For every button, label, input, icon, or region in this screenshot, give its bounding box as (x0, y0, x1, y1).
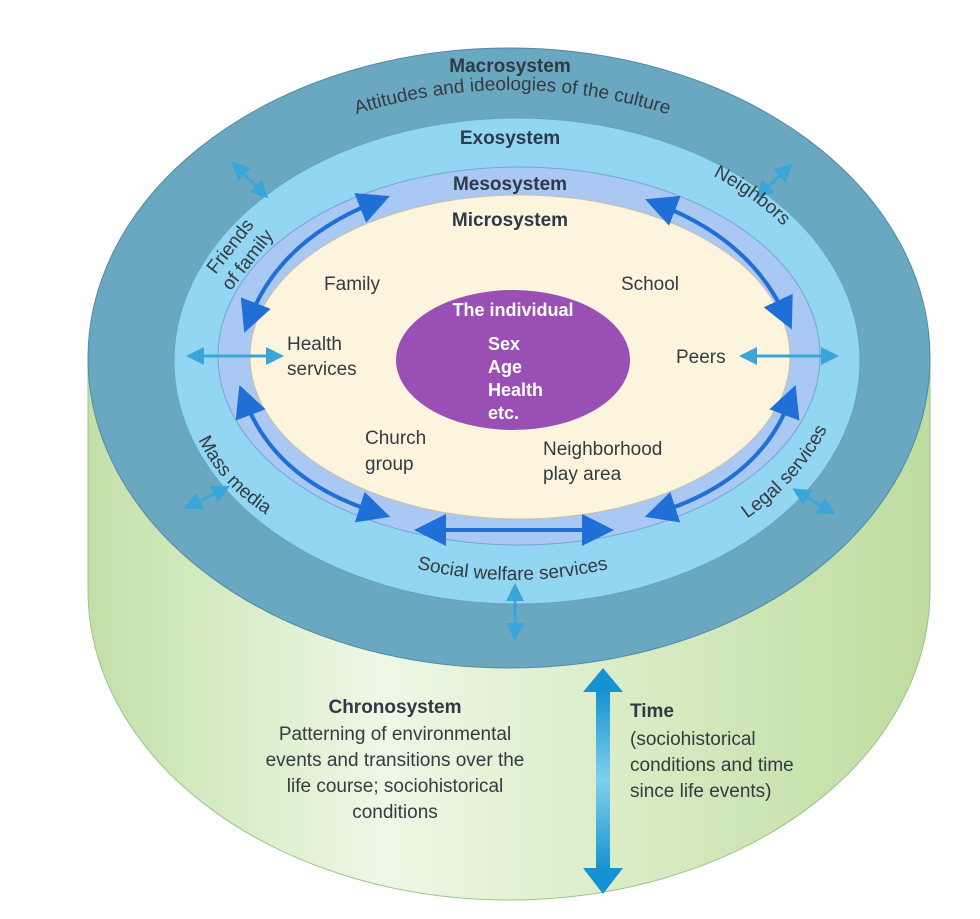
chronosystem-desc-3: life course; sociohistorical (287, 776, 503, 797)
chronosystem-desc-2: events and transitions over the (266, 750, 525, 771)
time-desc-3: since life events) (630, 781, 772, 802)
arrow-legal (792, 488, 836, 515)
individual-trait-age: Age (488, 357, 522, 377)
arrow-upper-right (645, 195, 793, 330)
arrow-lower-left (235, 385, 391, 523)
microsystem-title: Microsystem (452, 210, 568, 231)
arrow-upper-left (240, 193, 390, 333)
exosystem-arrows (183, 161, 839, 641)
individual-trait-etc: etc. (488, 403, 519, 423)
mesosystem-title: Mesosystem (453, 174, 567, 195)
micro-church-line1: Church (365, 428, 426, 449)
exosystem-title: Exosystem (460, 128, 560, 149)
time-desc-1: (sociohistorical (630, 729, 756, 750)
mesosystem-arrows (235, 193, 800, 546)
individual-title: The individual (452, 300, 573, 320)
micro-neighborhood-line2: play area (543, 464, 622, 485)
micro-health-line1: Health (287, 334, 342, 355)
micro-health-line2: services (287, 359, 357, 380)
arrow-neighbors (755, 163, 793, 199)
time-desc-2: conditions and time (630, 755, 794, 776)
individual-trait-sex: Sex (488, 334, 520, 354)
chronosystem-title: Chronosystem (328, 697, 461, 718)
arrow-lower-right (644, 385, 800, 523)
arrow-friends (231, 161, 269, 199)
time-title: Time (630, 701, 674, 722)
chronosystem-desc-1: Patterning of environmental (279, 724, 511, 745)
individual-circle (396, 290, 630, 430)
time-arrow (583, 668, 623, 894)
micro-family: Family (324, 274, 380, 295)
micro-school: School (621, 274, 679, 295)
individual-trait-health: Health (488, 380, 543, 400)
micro-neighborhood-line1: Neighborhood (543, 439, 662, 460)
chronosystem-desc-4: conditions (352, 802, 438, 823)
arrow-mass-media (183, 485, 231, 510)
micro-church-line2: group (365, 454, 414, 475)
micro-peers: Peers (676, 347, 726, 368)
macrosystem-title: Macrosystem (449, 56, 570, 77)
